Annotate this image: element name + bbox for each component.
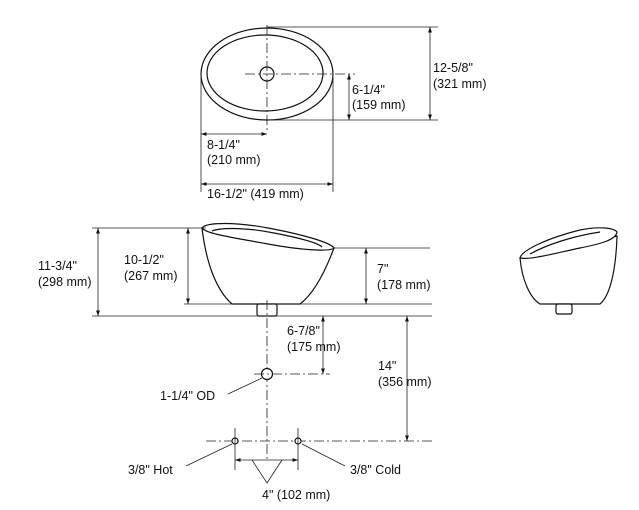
side-bowl-rim-outer — [519, 227, 618, 259]
width-label: 16-1/2" (419 mm) — [207, 187, 304, 201]
counter-to-supply-mm-label: (356 mm) — [378, 375, 431, 389]
supply-spacing-label: 4" (102 mm) — [262, 488, 330, 502]
drain-offset-mm-label: (159 mm) — [352, 98, 405, 112]
drain-offset-in-label: 6-1/4" — [352, 83, 385, 97]
drain-side-mm-label: (210 mm) — [207, 153, 260, 167]
rim-drop-in-label: 7" — [377, 262, 388, 276]
side-view — [519, 227, 618, 315]
drain-to-tailpiece-mm-label: (175 mm) — [287, 340, 340, 354]
bowl-rim-inner — [211, 227, 323, 248]
side-drain-stub — [555, 303, 573, 315]
cold-label: 3/8" Cold — [350, 463, 401, 477]
hot-leader — [185, 443, 233, 467]
front-view: 1-1/4" OD 11-3/4" (298 mm) 10-1/2" (267 … — [38, 222, 432, 502]
tailpiece-leader — [227, 377, 263, 395]
depth-mm-label: (321 mm) — [433, 77, 486, 91]
overall-height-mm-label: (298 mm) — [38, 275, 91, 289]
counter-to-supply-in-label: 14" — [378, 359, 396, 373]
tailpiece-od-label: 1-1/4" OD — [160, 389, 215, 403]
overall-height-in-label: 11-3/4" — [38, 259, 77, 273]
bowl-height-in-label: 10-1/2" — [124, 253, 164, 267]
depth-in-label: 12-5/8" — [433, 61, 473, 75]
bowl-height-mm-label: (267 mm) — [124, 269, 177, 283]
top-view: 12-5/8" (321 mm) 6-1/4" (159 mm) 8-1/4" … — [200, 25, 486, 201]
hot-label: 3/8" Hot — [128, 463, 173, 477]
supply-spacing-leader — [251, 459, 283, 484]
drain-side-in-label: 8-1/4" — [207, 138, 240, 152]
rim-drop-mm-label: (178 mm) — [377, 278, 430, 292]
drain-to-tailpiece-in-label: 6-7/8" — [287, 324, 320, 338]
side-bowl-rim-inner — [529, 231, 601, 255]
cold-leader — [301, 443, 346, 467]
